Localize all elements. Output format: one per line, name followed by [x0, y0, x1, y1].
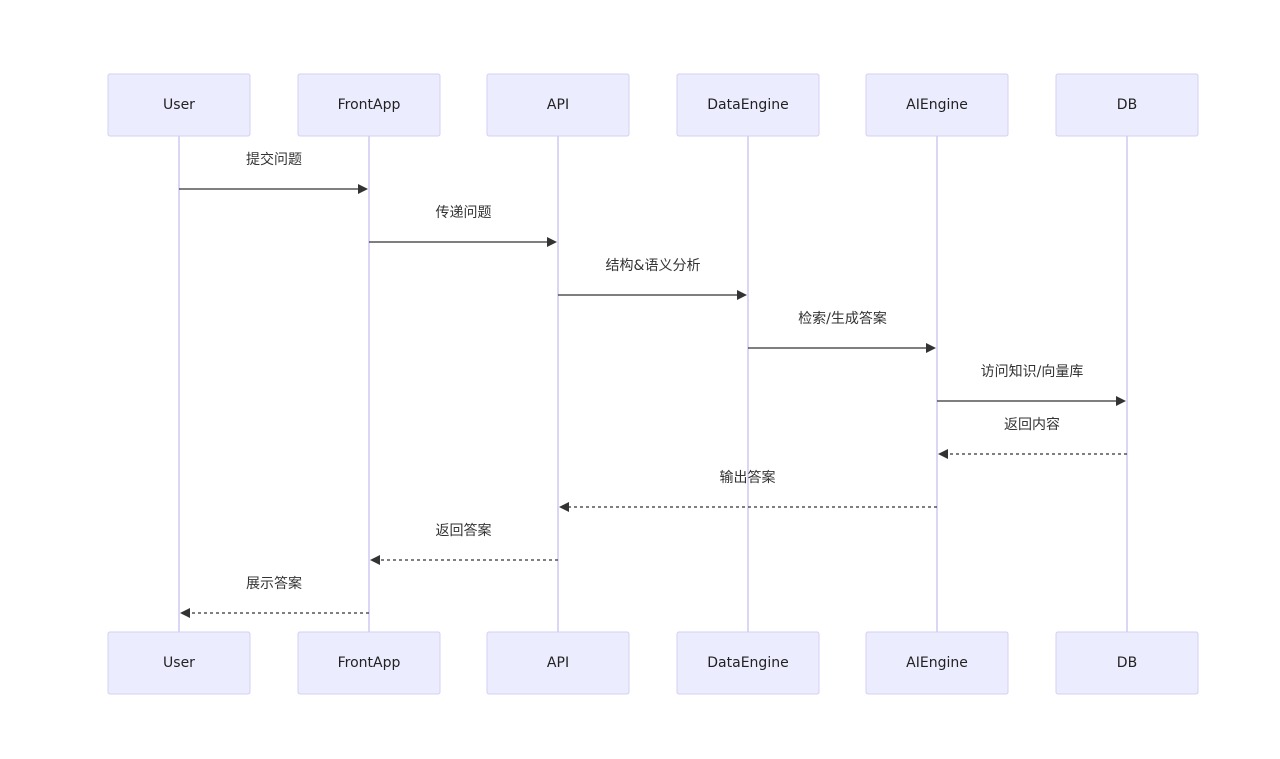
actor-box	[1055, 631, 1199, 695]
message-label: 返回答案	[436, 522, 492, 539]
actor-label: DataEngine	[707, 97, 788, 113]
actor-box	[865, 631, 1009, 695]
actor-label: DB	[1117, 97, 1137, 113]
arrowhead-icon	[358, 184, 368, 194]
message-label: 访问知识/向量库	[981, 363, 1084, 380]
arrowhead-icon	[926, 343, 936, 353]
actor-label: AIEngine	[906, 97, 968, 113]
actor-user-top: User	[107, 73, 251, 137]
actor-aiengine-bottom: AIEngine	[865, 631, 1009, 695]
message-label: 展示答案	[246, 575, 302, 592]
arrowhead-icon	[737, 290, 747, 300]
message-label: 结构&语义分析	[606, 258, 701, 274]
actor-api-bottom: API	[486, 631, 630, 695]
message-label: 输出答案	[720, 469, 776, 486]
actor-box	[486, 73, 630, 137]
actor-label: FrontApp	[338, 97, 401, 113]
arrowhead-icon	[559, 502, 569, 512]
message-label: 提交问题	[246, 151, 302, 168]
actor-label: DataEngine	[707, 655, 788, 671]
actor-label: API	[547, 97, 569, 113]
actor-box	[107, 73, 251, 137]
message-2: 传递问题	[369, 205, 557, 247]
actor-box	[297, 73, 441, 137]
actors-top: User FrontApp API DataEngine AIEngine DB	[107, 73, 1199, 137]
actor-box	[1055, 73, 1199, 137]
message-7: 输出答案	[559, 469, 937, 512]
actor-frontapp-top: FrontApp	[297, 73, 441, 137]
actor-box	[107, 631, 251, 695]
lifelines	[178, 136, 1128, 632]
arrowhead-icon	[1116, 396, 1126, 406]
arrowhead-icon	[938, 449, 948, 459]
actor-user-bottom: User	[107, 631, 251, 695]
message-label: 传递问题	[436, 205, 492, 221]
actor-aiengine-top: AIEngine	[865, 73, 1009, 137]
actor-dataengine-top: DataEngine	[676, 73, 820, 137]
actor-api-top: API	[486, 73, 630, 137]
actor-box	[486, 631, 630, 695]
message-4: 检索/生成答案	[748, 310, 936, 353]
actor-db-top: DB	[1055, 73, 1199, 137]
actor-label: DB	[1117, 655, 1137, 671]
message-9: 展示答案	[180, 575, 369, 618]
message-3: 结构&语义分析	[558, 258, 747, 300]
actors-bottom: User FrontApp API DataEngine AIEngine DB	[107, 631, 1199, 695]
message-label: 检索/生成答案	[798, 310, 887, 327]
actor-label: AIEngine	[906, 655, 968, 671]
actor-label: API	[547, 655, 569, 671]
actor-db-bottom: DB	[1055, 631, 1199, 695]
arrowhead-icon	[180, 608, 190, 618]
message-6: 返回内容	[938, 416, 1127, 459]
actor-dataengine-bottom: DataEngine	[676, 631, 820, 695]
actor-label: FrontApp	[338, 655, 401, 671]
actor-label: User	[163, 97, 195, 113]
actor-box	[297, 631, 441, 695]
actor-label: User	[163, 655, 195, 671]
message-label: 返回内容	[1004, 416, 1060, 433]
message-5: 访问知识/向量库	[937, 363, 1126, 406]
arrowhead-icon	[547, 237, 557, 247]
actor-box	[676, 73, 820, 137]
message-8: 返回答案	[370, 522, 558, 565]
actor-frontapp-bottom: FrontApp	[297, 631, 441, 695]
arrowhead-icon	[370, 555, 380, 565]
actor-box	[865, 73, 1009, 137]
messages: 提交问题传递问题结构&语义分析检索/生成答案访问知识/向量库返回内容输出答案返回…	[179, 151, 1127, 618]
actor-box	[676, 631, 820, 695]
message-1: 提交问题	[179, 151, 368, 194]
